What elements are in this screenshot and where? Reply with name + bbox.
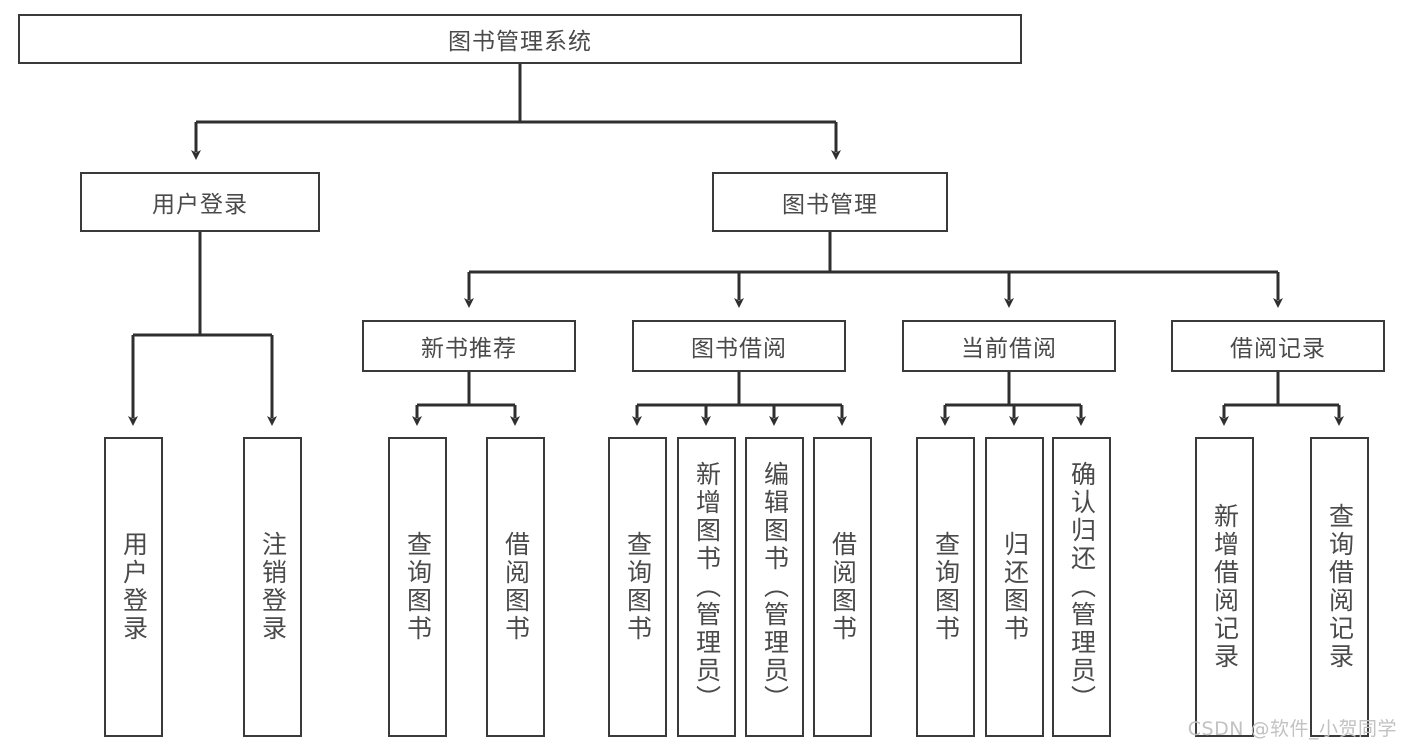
node-leaf-query-record-label: 查询借阅记录 xyxy=(1325,503,1355,671)
node-new-book-recommend[interactable]: 新书推荐 xyxy=(362,320,576,372)
node-book-borrow[interactable]: 图书借阅 xyxy=(632,320,846,372)
node-leaf-user-login-label: 用户登录 xyxy=(119,531,149,643)
node-current-borrow[interactable]: 当前借阅 xyxy=(902,320,1116,372)
node-leaf-confirm-return-label: 确认归还（管理员） xyxy=(1067,461,1097,713)
node-leaf-borrow-book-2-label: 借阅图书 xyxy=(828,531,858,643)
node-current-borrow-label: 当前借阅 xyxy=(961,336,1057,362)
node-book-manage[interactable]: 图书管理 xyxy=(712,172,948,232)
node-root-label: 图书管理系统 xyxy=(448,29,592,55)
node-leaf-add-record-label: 新增借阅记录 xyxy=(1210,503,1240,671)
node-leaf-confirm-return[interactable]: 确认归还（管理员） xyxy=(1052,437,1111,737)
node-leaf-logout-label: 注销登录 xyxy=(258,531,288,643)
node-user-login[interactable]: 用户登录 xyxy=(80,172,320,232)
node-leaf-edit-book-label: 编辑图书（管理员） xyxy=(760,461,790,713)
node-leaf-query-book-3[interactable]: 查询图书 xyxy=(916,437,975,737)
node-leaf-return-book[interactable]: 归还图书 xyxy=(985,437,1044,737)
node-borrow-record[interactable]: 借阅记录 xyxy=(1171,320,1385,372)
node-leaf-logout[interactable]: 注销登录 xyxy=(243,437,302,737)
node-leaf-add-book[interactable]: 新增图书（管理员） xyxy=(677,437,736,737)
node-leaf-query-book-1[interactable]: 查询图书 xyxy=(388,437,447,737)
node-leaf-add-book-label: 新增图书（管理员） xyxy=(692,461,722,713)
node-leaf-add-record[interactable]: 新增借阅记录 xyxy=(1195,437,1254,737)
node-leaf-edit-book[interactable]: 编辑图书（管理员） xyxy=(745,437,804,737)
node-leaf-user-login[interactable]: 用户登录 xyxy=(104,437,163,737)
csdn-watermark: CSDN @软件_小贺同学 xyxy=(1187,718,1397,740)
node-borrow-record-label: 借阅记录 xyxy=(1230,336,1326,362)
node-book-borrow-label: 图书借阅 xyxy=(691,336,787,362)
node-leaf-borrow-book-1-label: 借阅图书 xyxy=(501,531,531,643)
node-new-book-recommend-label: 新书推荐 xyxy=(421,336,517,362)
node-leaf-query-book-2-label: 查询图书 xyxy=(623,531,653,643)
node-leaf-return-book-label: 归还图书 xyxy=(1000,531,1030,643)
node-book-manage-label: 图书管理 xyxy=(782,192,878,218)
node-leaf-borrow-book-2[interactable]: 借阅图书 xyxy=(813,437,872,737)
node-leaf-query-book-1-label: 查询图书 xyxy=(403,531,433,643)
node-leaf-borrow-book-1[interactable]: 借阅图书 xyxy=(486,437,545,737)
node-root[interactable]: 图书管理系统 xyxy=(18,14,1022,64)
node-leaf-query-record[interactable]: 查询借阅记录 xyxy=(1310,437,1369,737)
node-user-login-label: 用户登录 xyxy=(152,192,248,218)
node-leaf-query-book-3-label: 查询图书 xyxy=(931,531,961,643)
node-leaf-query-book-2[interactable]: 查询图书 xyxy=(608,437,667,737)
